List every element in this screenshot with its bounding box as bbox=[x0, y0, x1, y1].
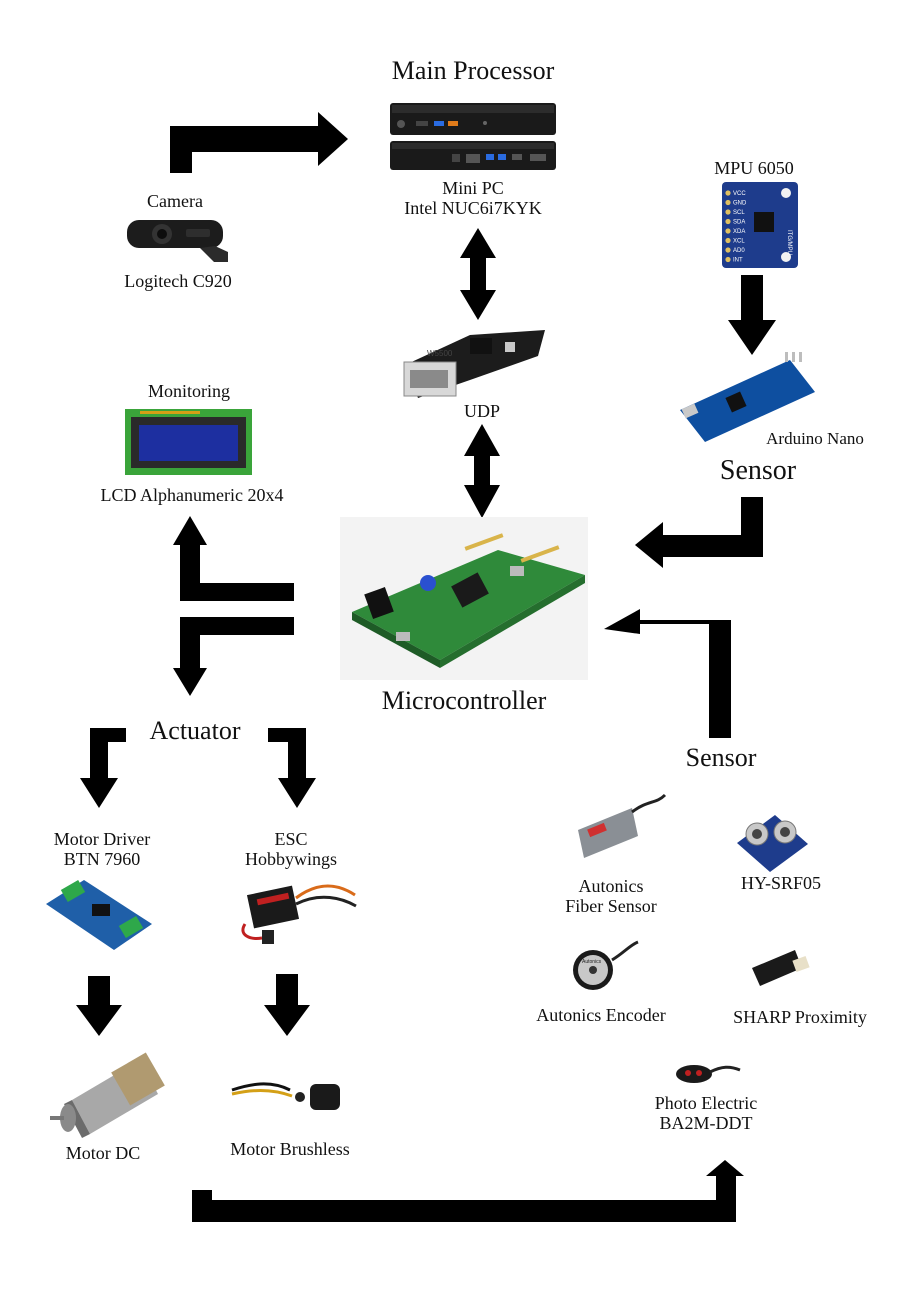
arrow-driver-to-motor bbox=[76, 976, 122, 1036]
mpu-6050-label: MPU 6050 bbox=[714, 158, 794, 178]
esc-image bbox=[241, 884, 357, 944]
mpu-pin-hole bbox=[725, 228, 731, 234]
mpu-pin-hole bbox=[725, 199, 731, 206]
lcd-label: LCD Alphanumeric 20x4 bbox=[100, 485, 284, 505]
motor-driver-label: Motor Driver bbox=[53, 829, 151, 849]
mpu-chip-text: ITG/MPU bbox=[786, 230, 792, 255]
arrow-sensor-to-mcu bbox=[635, 497, 763, 568]
sensor-top-label: Sensor bbox=[719, 455, 797, 486]
arrow-actuator-to-esc bbox=[268, 728, 316, 808]
sharp-image bbox=[752, 950, 810, 986]
fiber-sensor-image bbox=[578, 793, 667, 858]
btn-7960-label: BTN 7960 bbox=[63, 849, 141, 869]
mini-pc-image bbox=[390, 103, 556, 170]
udp-label: UDP bbox=[463, 401, 501, 421]
esc-label: ESC bbox=[274, 829, 308, 849]
fiber-sensor-label-1: Autonics bbox=[578, 876, 644, 896]
mpu-pin-label: SCL bbox=[733, 210, 745, 216]
encoder-brand-text: Autonics bbox=[582, 959, 602, 965]
mpu-pin-hole bbox=[725, 256, 731, 263]
mini-pc-label: Mini PC bbox=[442, 178, 504, 198]
arrow-camera-to-pc bbox=[170, 112, 348, 173]
motor-dc-image bbox=[50, 1052, 165, 1138]
arduino-nano-label: Arduino Nano bbox=[766, 429, 864, 448]
monitoring-label: Monitoring bbox=[147, 381, 231, 401]
mpu-pin-hole bbox=[725, 209, 731, 215]
arrow-mcu-to-lcd bbox=[173, 516, 294, 601]
encoder-image: Autonics bbox=[573, 940, 639, 990]
sharp-label: SHARP Proximity bbox=[733, 1007, 867, 1027]
arrow-pc-udp bbox=[460, 228, 496, 320]
lcd-image bbox=[125, 409, 252, 475]
motor-brushless-image bbox=[231, 1082, 340, 1110]
camera-label: Camera bbox=[147, 191, 203, 211]
mpu-pin-hole bbox=[725, 237, 731, 244]
hobbywings-label: Hobbywings bbox=[244, 849, 338, 869]
sensor-bottom-label: Sensor bbox=[685, 743, 757, 772]
camera-image bbox=[127, 220, 228, 262]
mpu-pin-label: AD0 bbox=[733, 248, 745, 254]
arrows bbox=[76, 112, 776, 1222]
arrow-sensor2-to-mcu bbox=[604, 609, 731, 738]
motor-brushless-label: Motor Brushless bbox=[230, 1139, 350, 1159]
arduino-nano-image bbox=[680, 352, 815, 442]
arrow-udp-mcu bbox=[464, 424, 500, 518]
microcontroller-image bbox=[340, 517, 588, 680]
motor-driver-image bbox=[46, 879, 152, 950]
udp-module-text: W5500 bbox=[427, 349, 453, 358]
mpu-pin-hole bbox=[725, 218, 731, 225]
ba2m-label: BA2M-DDT bbox=[659, 1113, 753, 1133]
logitech-label: Logitech C920 bbox=[124, 271, 232, 291]
arrow-esc-to-brushless bbox=[264, 974, 310, 1036]
main-processor-title: Main Processor bbox=[391, 56, 555, 85]
microcontroller-label: Microcontroller bbox=[381, 686, 547, 715]
mpu-pin-label: VCC bbox=[733, 191, 746, 197]
mpu-pin-label: GND bbox=[733, 201, 747, 207]
hy-srf05-image bbox=[737, 815, 808, 872]
photo-electric-label: Photo Electric bbox=[654, 1093, 758, 1113]
mpu-pin-label: XDA bbox=[733, 229, 745, 235]
arrow-mcu-to-actuator bbox=[173, 617, 294, 696]
fiber-sensor-label-2: Fiber Sensor bbox=[565, 896, 657, 916]
arrow-actuator-to-driver bbox=[80, 728, 126, 808]
arrow-mpu-to-arduino bbox=[728, 275, 776, 355]
arrow-feedback-loop bbox=[192, 1160, 744, 1222]
actuator-label: Actuator bbox=[149, 716, 241, 745]
mpu-pin-label: INT bbox=[733, 258, 743, 264]
mpu-pin-hole bbox=[725, 247, 731, 253]
motor-dc-label: Motor DC bbox=[65, 1143, 141, 1163]
intel-nuc-label: Intel NUC6i7KYK bbox=[404, 198, 542, 218]
mpu-pin-label: XCL bbox=[733, 239, 745, 245]
encoder-label: Autonics Encoder bbox=[536, 1005, 666, 1025]
hy-srf05-label: HY-SRF05 bbox=[740, 873, 822, 893]
mpu-pin-hole bbox=[725, 190, 731, 196]
mpu-pin-label: SDA bbox=[733, 220, 745, 226]
photo-electric-image bbox=[676, 1065, 741, 1083]
udp-module-image: W5500 bbox=[403, 330, 545, 398]
